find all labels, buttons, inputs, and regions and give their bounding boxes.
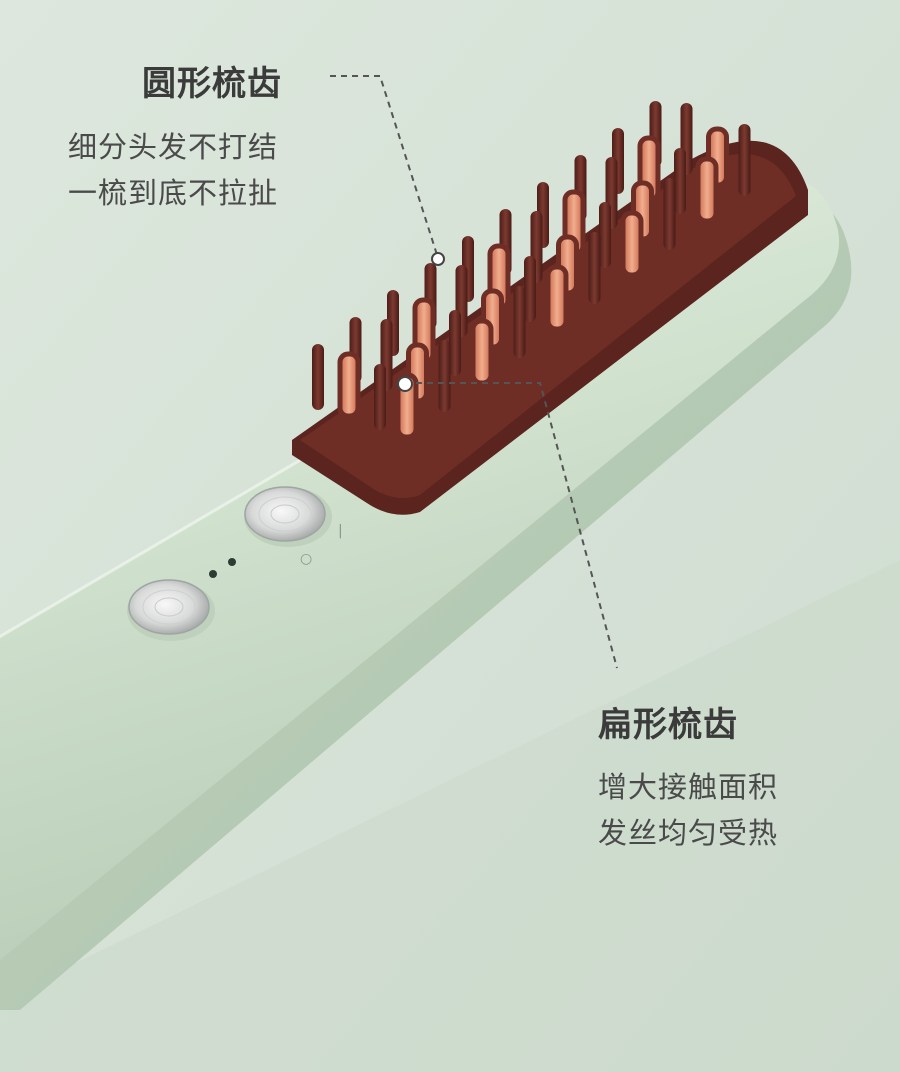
round-bristle (738, 124, 751, 196)
round-bristle (674, 148, 686, 214)
round-bristles-desc-line1: 细分头发不打结 (68, 130, 279, 164)
round-bristle (599, 202, 611, 268)
temperature-button[interactable] (127, 579, 215, 641)
callout-round-bristles (330, 75, 445, 266)
background-shadow (0, 560, 900, 1072)
power-off-mark: ○ (300, 551, 312, 567)
flat-heating-tooth (337, 351, 361, 419)
flat-heating-tooth (695, 156, 719, 224)
round-bristle (374, 364, 386, 430)
round-bristle (524, 256, 536, 322)
indicator-lights (209, 558, 236, 578)
round-bristle (663, 178, 676, 250)
round-bristle (438, 340, 451, 412)
flat-heating-tooth (470, 318, 494, 386)
flat-bristles-title: 扁形梳齿 (598, 705, 738, 745)
callout-flat-bristles (397, 376, 618, 669)
round-bristles-desc-line2: 一梳到底不拉扯 (68, 176, 279, 210)
comb-bristles (312, 101, 751, 440)
flat-bristles-desc-line1: 增大接触面积 (598, 770, 779, 804)
round-bristle (513, 286, 526, 358)
flat-heating-tooth (545, 264, 569, 332)
power-on-mark: | (338, 523, 343, 539)
round-bristle (588, 232, 601, 304)
flat-heating-tooth (620, 210, 644, 278)
power-button[interactable] (244, 486, 332, 547)
round-bristle (312, 344, 324, 410)
round-bristles-title: 圆形梳齿 (142, 64, 282, 104)
round-bristle (449, 310, 461, 376)
flat-bristles-desc-line2: 发丝均匀受热 (598, 816, 779, 850)
